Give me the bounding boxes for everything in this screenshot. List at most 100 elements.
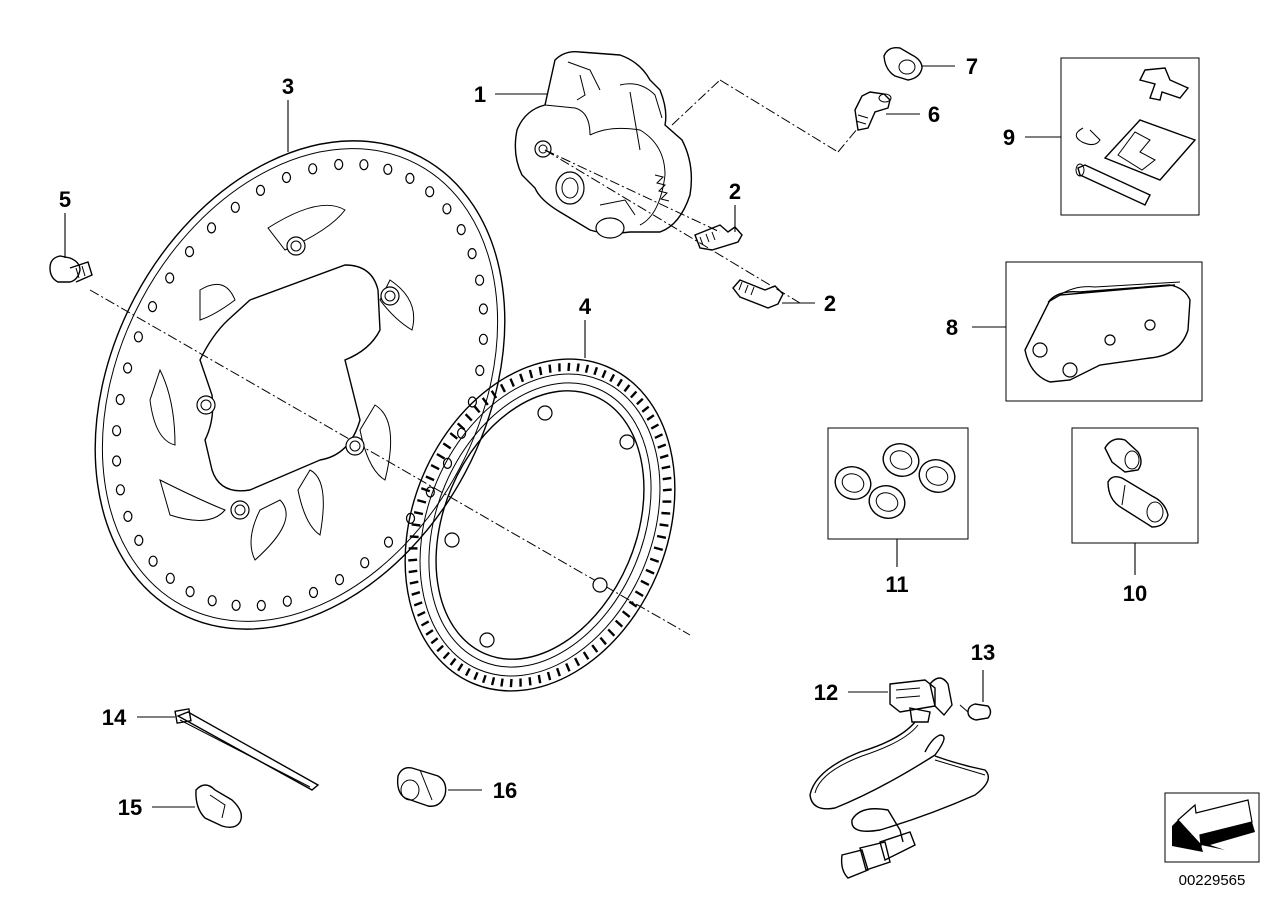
ring-tooth bbox=[408, 558, 418, 562]
callout-3: 3 bbox=[282, 74, 294, 99]
disc-perimeter-hole bbox=[111, 455, 122, 467]
bleed-valve-cap[interactable] bbox=[883, 46, 923, 81]
ring-tooth bbox=[408, 569, 418, 574]
callout-11: 11 bbox=[885, 572, 908, 597]
cable-clip[interactable] bbox=[195, 784, 243, 829]
ring-tooth bbox=[436, 452, 446, 460]
ring-tooth bbox=[628, 600, 638, 608]
callout-8: 8 bbox=[946, 315, 958, 340]
caliper-bolt-upper[interactable] bbox=[694, 224, 743, 251]
ring-tooth bbox=[411, 523, 421, 527]
ring-tooth bbox=[609, 373, 616, 383]
ring-tooth bbox=[653, 546, 664, 552]
ring-tooth bbox=[442, 651, 450, 660]
ring-tooth bbox=[499, 383, 506, 393]
caliper-bolt-lower[interactable] bbox=[732, 279, 784, 309]
orientation-arrow bbox=[1164, 792, 1260, 863]
disc-perimeter-hole bbox=[475, 274, 485, 286]
ring-tooth bbox=[616, 378, 623, 387]
sensor-screw[interactable] bbox=[959, 703, 992, 721]
ring-tooth bbox=[662, 488, 672, 492]
ring-tooth bbox=[661, 511, 671, 515]
disc-perimeter-hole bbox=[230, 201, 240, 213]
disc-perimeter-hole bbox=[359, 159, 369, 171]
disc-screw[interactable] bbox=[49, 255, 93, 283]
ring-tooth bbox=[509, 378, 515, 387]
ring-tooth bbox=[420, 487, 431, 493]
ring-tooth bbox=[449, 432, 459, 440]
guide-sleeves[interactable] bbox=[1071, 427, 1199, 544]
disc-perimeter-hole bbox=[467, 248, 477, 260]
brake-disc[interactable] bbox=[14, 69, 586, 700]
disc-perimeter-hole bbox=[308, 163, 318, 175]
ring-tooth bbox=[490, 677, 496, 686]
ring-tooth bbox=[650, 423, 660, 430]
ring-tooth bbox=[614, 619, 624, 628]
disc-perimeter-hole bbox=[256, 599, 266, 612]
disc-perimeter-hole bbox=[478, 303, 488, 315]
ring-tooth bbox=[457, 663, 464, 672]
callout-9: 9 bbox=[1003, 125, 1015, 150]
ring-tooth bbox=[636, 397, 644, 406]
ring-tooth bbox=[411, 591, 421, 596]
ring-tooth bbox=[490, 390, 498, 399]
ring-tooth bbox=[430, 637, 439, 645]
ring-tooth bbox=[621, 610, 631, 618]
ring-tooth bbox=[425, 629, 434, 636]
brake-pads[interactable] bbox=[1005, 261, 1203, 402]
disc-perimeter-hole bbox=[134, 534, 144, 547]
center-axis bbox=[89, 289, 691, 636]
disc-perimeter-hole bbox=[442, 203, 452, 215]
disc-perimeter-hole bbox=[478, 333, 488, 345]
callout-1: 1 bbox=[474, 82, 486, 107]
disc-perimeter-hole bbox=[111, 425, 122, 437]
disc-perimeter-hole bbox=[334, 158, 344, 171]
ring-tooth bbox=[659, 523, 669, 527]
abs-sensor-ring[interactable] bbox=[356, 317, 724, 733]
disc-perimeter-hole bbox=[442, 457, 453, 469]
brake-caliper[interactable] bbox=[514, 50, 693, 239]
ring-tooth bbox=[584, 364, 590, 373]
callout-6: 6 bbox=[928, 102, 940, 127]
cable-tie[interactable] bbox=[174, 708, 320, 791]
document-number: 00229565 bbox=[1179, 872, 1246, 889]
callout-10: 10 bbox=[1123, 581, 1147, 606]
ring-tooth bbox=[657, 443, 667, 449]
cable-holder[interactable] bbox=[396, 766, 447, 807]
ring-tooth bbox=[436, 644, 444, 653]
bleed-valve[interactable] bbox=[854, 91, 892, 131]
ring-tooth bbox=[582, 651, 590, 660]
disc-perimeter-hole bbox=[115, 484, 126, 496]
pad-retaining-kit[interactable] bbox=[1060, 57, 1200, 216]
abs-sensor[interactable] bbox=[809, 677, 989, 879]
ring-tooth bbox=[593, 366, 599, 376]
ring-tooth bbox=[662, 476, 672, 481]
ring-tooth bbox=[409, 535, 419, 539]
seal-ring-kit[interactable] bbox=[827, 427, 969, 540]
callout-13: 13 bbox=[971, 640, 995, 665]
callout-2-lower: 2 bbox=[824, 291, 836, 316]
ring-tooth bbox=[607, 628, 616, 637]
ring-tooth bbox=[656, 534, 667, 539]
disc-perimeter-hole bbox=[405, 172, 415, 184]
ring-tooth bbox=[430, 464, 440, 471]
ring-tooth bbox=[425, 475, 435, 482]
disc-perimeter-hole bbox=[123, 510, 133, 523]
ring-tooth bbox=[591, 644, 599, 653]
disc-perimeter-hole bbox=[456, 224, 466, 236]
ring-tooth bbox=[546, 671, 552, 681]
ring-tooth bbox=[548, 364, 552, 373]
disc-perimeter-hole bbox=[425, 186, 435, 198]
disc-perimeter-hole bbox=[148, 555, 158, 567]
disc-perimeter-hole bbox=[231, 599, 241, 611]
disc-perimeter-hole bbox=[207, 595, 217, 607]
ring-tooth bbox=[645, 568, 655, 575]
ring-tooth bbox=[473, 404, 481, 414]
callout-12: 12 bbox=[814, 680, 838, 705]
disc-perimeter-hole bbox=[184, 246, 195, 258]
ring-tooth bbox=[634, 590, 644, 598]
ring-tooth bbox=[537, 674, 542, 684]
disc-perimeter-hole bbox=[282, 595, 292, 607]
ring-tooth bbox=[413, 601, 423, 607]
